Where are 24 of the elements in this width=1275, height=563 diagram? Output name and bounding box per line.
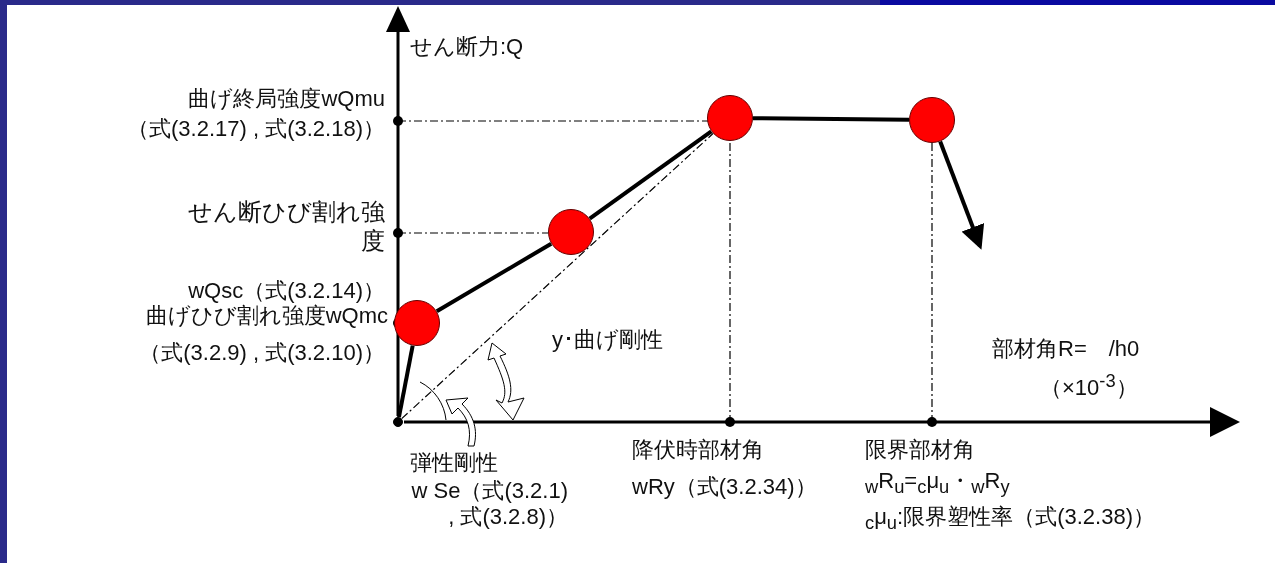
- curve-segment: [752, 116, 910, 122]
- angle-label: 降伏時部材角: [632, 437, 764, 464]
- curve-segment: [588, 129, 713, 221]
- axis-title: 部材角R= /h0: [992, 336, 1140, 363]
- stiffness-line: [401, 132, 714, 420]
- curve-segment: [938, 140, 985, 250]
- formula-reference: （式(3.2.17) , 式(3.2.18)）: [127, 116, 385, 143]
- axis-title: せん断力:Q: [410, 34, 524, 61]
- curve-segment: [396, 345, 415, 418]
- formula: $_{w}$R$_{u}$=$_{c}$μ$_{u}$・$_{w}$R$_{y}$: [865, 468, 1010, 499]
- formula-reference: w Se（式(3.2.1) , 式(3.2.8)）: [410, 478, 568, 531]
- formula: $_{c}$μ$_{u}$:限界塑性率（式(3.2.38)）: [865, 504, 1155, 535]
- angle-label: 限界部材角: [865, 437, 975, 464]
- stiffness-label: y･曲げ剛性: [552, 327, 663, 354]
- origin-dot: [393, 417, 403, 427]
- stiffness-label: 弾性剛性: [410, 450, 498, 477]
- formula-reference: wQsc（式(3.2.14)）: [188, 278, 385, 304]
- unit-label: （×10$^{-3}$）: [1040, 370, 1138, 402]
- strength-label: せん断ひび割れ強度: [187, 198, 385, 256]
- strength-label: 曲げひび割れ強度wQmc: [145, 303, 388, 330]
- strength-label: 曲げ終局強度wQmu: [188, 86, 385, 113]
- formula-reference: （式(3.2.9) , 式(3.2.10)）: [139, 340, 385, 367]
- curve-segment: [435, 241, 553, 314]
- formula-reference: wRy（式(3.2.34)）: [632, 474, 817, 501]
